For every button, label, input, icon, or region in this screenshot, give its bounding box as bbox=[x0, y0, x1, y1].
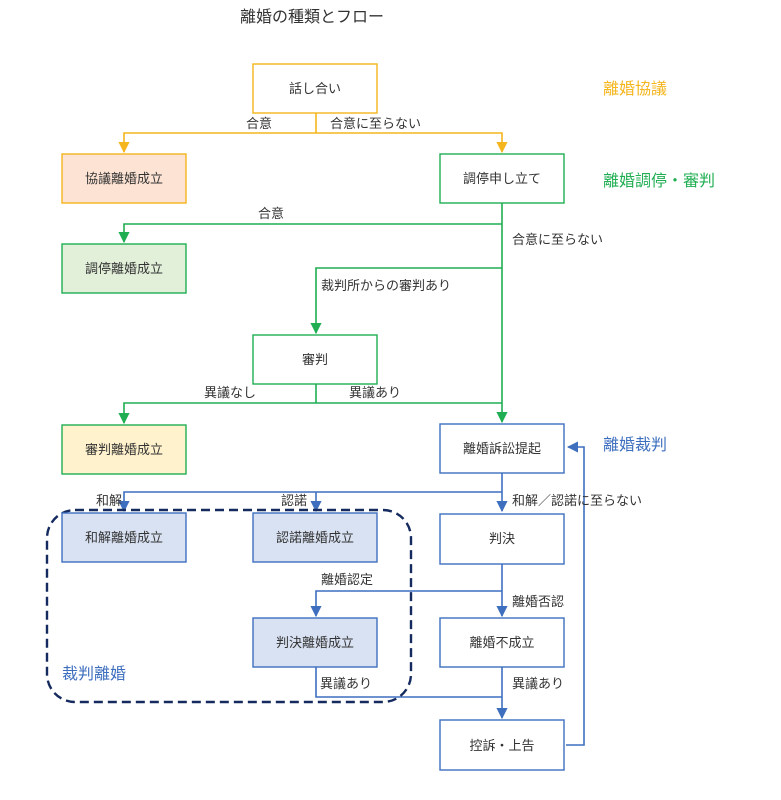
edge-label-goi-ni-itaranai-2: 合意に至らない bbox=[512, 232, 603, 248]
edge-label-goi-2: 合意 bbox=[258, 206, 284, 222]
box-wakai-seiritsu: 和解離婚成立 bbox=[61, 512, 187, 563]
edge-koso-return bbox=[566, 441, 585, 746]
edge-to-hanketsu-seiritsu bbox=[310, 590, 502, 618]
box-shinpan: 審判 bbox=[252, 334, 378, 385]
box-chotei-moushitate-label: 調停申し立て bbox=[463, 171, 541, 187]
box-hanketsu-seiritsu-label: 判決離婚成立 bbox=[276, 636, 354, 651]
saiban-rikon-group bbox=[45, 508, 413, 704]
box-hanketsu-seiritsu: 判決離婚成立 bbox=[252, 617, 378, 668]
edge-label-saibansho-shinpan: 裁判所からの審判あり bbox=[321, 278, 451, 294]
connectors-saiban bbox=[118, 441, 585, 746]
box-hanketsu: 判決 bbox=[439, 513, 565, 565]
edge-label-goi-1: 合意 bbox=[246, 116, 272, 132]
edge-label-igi-ari-1: 異議あり bbox=[349, 386, 401, 401]
edge-to-kyogi-seiritsu bbox=[118, 132, 316, 154]
box-nindaku-seiritsu: 認諾離婚成立 bbox=[252, 512, 378, 563]
box-shinpan-seiritsu-label: 審判離婚成立 bbox=[85, 443, 163, 458]
box-koso-label: 控訴・上告 bbox=[469, 738, 534, 754]
edge-hanketsu-seiritsu-down bbox=[315, 667, 502, 698]
edge-labels: 合意 合意に至らない 合意 合意に至らない 裁判所からの審判あり 異議なし 異議… bbox=[96, 116, 642, 692]
edge-to-chotei-moushitate bbox=[316, 132, 508, 154]
edge-label-igi-ari-3: 異議あり bbox=[512, 677, 564, 692]
edge-to-shinpan-seiritsu bbox=[118, 402, 316, 425]
box-hanketsu-label: 判決 bbox=[489, 532, 515, 547]
box-chotei-seiritsu-label: 調停離婚成立 bbox=[85, 261, 163, 277]
diagram-title: 離婚の種類とフロー bbox=[240, 7, 384, 26]
edge-to-chotei-seiritsu bbox=[118, 223, 502, 244]
box-chotei-seiritsu: 調停離婚成立 bbox=[61, 243, 187, 294]
section-label-chotei: 離婚調停・審判 bbox=[603, 171, 715, 190]
edge-to-shinpan bbox=[310, 267, 502, 335]
box-chotei-moushitate: 調停申し立て bbox=[439, 153, 565, 204]
box-fuseiritsu: 離婚不成立 bbox=[439, 617, 565, 668]
edge-label-igi-ari-2: 異議あり bbox=[320, 677, 372, 692]
section-label-kyogi: 離婚協議 bbox=[603, 79, 667, 98]
edge-label-nindaku: 認諾 bbox=[281, 493, 307, 509]
box-fuseiritsu-label: 離婚不成立 bbox=[469, 636, 534, 651]
edge-label-rikon-hinin: 離婚否認 bbox=[512, 594, 564, 610]
section-label-saiban: 離婚裁判 bbox=[603, 435, 667, 454]
box-sosho-teiki-label: 離婚訴訟提起 bbox=[463, 441, 541, 457]
box-shinpan-seiritsu: 審判離婚成立 bbox=[61, 424, 187, 475]
connectors-kyogi bbox=[118, 113, 508, 154]
box-hanashiai-label: 話し合い bbox=[289, 81, 341, 97]
box-nindaku-seiritsu-label: 認諾離婚成立 bbox=[276, 530, 354, 546]
edge-label-goi-ni-itaranai-1: 合意に至らない bbox=[330, 116, 421, 132]
edge-to-wakai bbox=[118, 491, 502, 513]
box-wakai-seiritsu-label: 和解離婚成立 bbox=[85, 531, 163, 546]
saiban-rikon-group-label: 裁判離婚 bbox=[62, 664, 126, 683]
box-koso: 控訴・上告 bbox=[439, 719, 565, 771]
box-shinpan-label: 審判 bbox=[302, 353, 328, 368]
edge-label-wakai: 和解 bbox=[96, 494, 122, 509]
box-kyogi-seiritsu-label: 協議離婚成立 bbox=[85, 172, 163, 187]
box-hanashiai: 話し合い bbox=[252, 63, 378, 114]
edge-label-wakai-nindaku-itaranai: 和解／認諾に至らない bbox=[512, 493, 642, 509]
connectors-chotei bbox=[118, 203, 508, 425]
edge-label-rikon-nintei: 離婚認定 bbox=[321, 572, 373, 588]
box-kyogi-seiritsu: 協議離婚成立 bbox=[61, 153, 187, 204]
edge-label-igi-nashi: 異議なし bbox=[204, 386, 256, 401]
box-sosho-teiki: 離婚訴訟提起 bbox=[439, 423, 565, 474]
